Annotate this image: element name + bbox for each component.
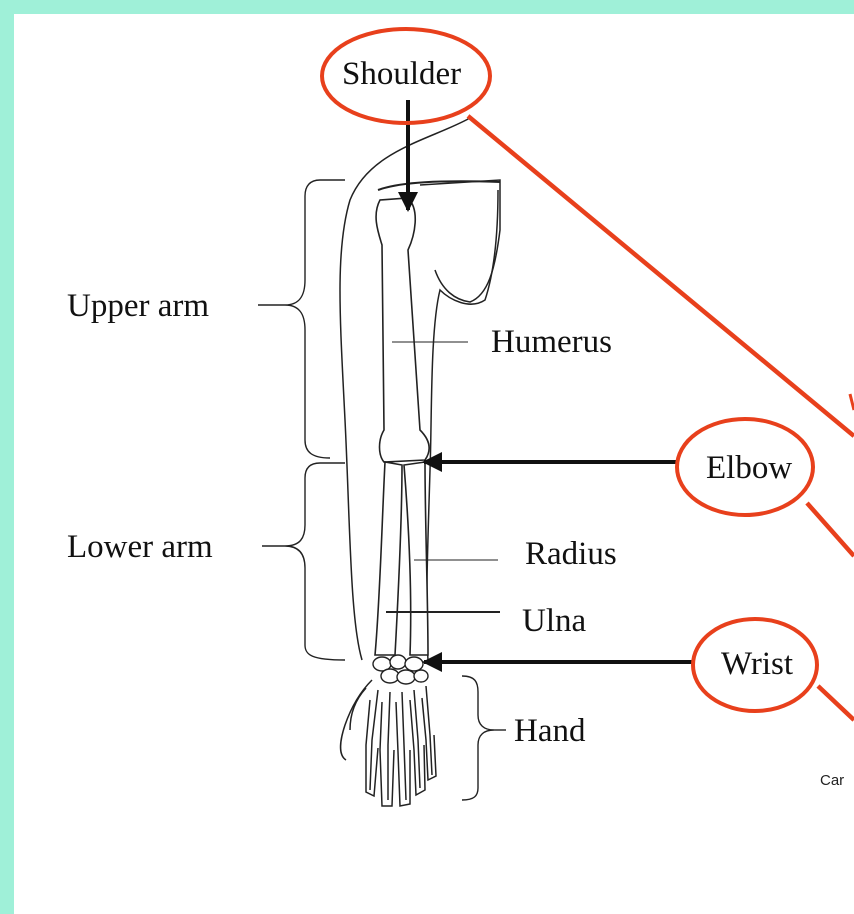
hand-label: Hand — [514, 715, 585, 748]
humerus-label: Humerus — [491, 326, 612, 359]
upper-arm-brace — [285, 180, 345, 458]
body-outline-right — [427, 190, 498, 660]
ulna-bone — [404, 462, 428, 655]
clavicle-bone — [378, 181, 500, 190]
radius-label: Radius — [525, 538, 617, 571]
scapula — [420, 180, 500, 302]
shoulder-connector — [468, 116, 854, 436]
hand-brace — [462, 676, 494, 800]
wrist-connector — [818, 686, 854, 720]
shoulder-label: Shoulder — [342, 58, 461, 91]
lower-arm-label: Lower arm — [67, 531, 213, 564]
humerus-bone — [376, 198, 429, 462]
caption-fragment: Car — [820, 772, 844, 789]
wrist-label: Wrist — [721, 648, 793, 681]
hand-bones — [341, 680, 436, 806]
radius-bone — [375, 462, 402, 655]
upper-arm-label: Upper arm — [67, 290, 209, 323]
ulna-label: Ulna — [522, 605, 586, 638]
elbow-connector — [807, 503, 854, 556]
lower-arm-brace — [285, 463, 345, 660]
carpal-bones — [373, 655, 428, 684]
side-mark — [850, 394, 854, 410]
elbow-label: Elbow — [706, 452, 792, 485]
